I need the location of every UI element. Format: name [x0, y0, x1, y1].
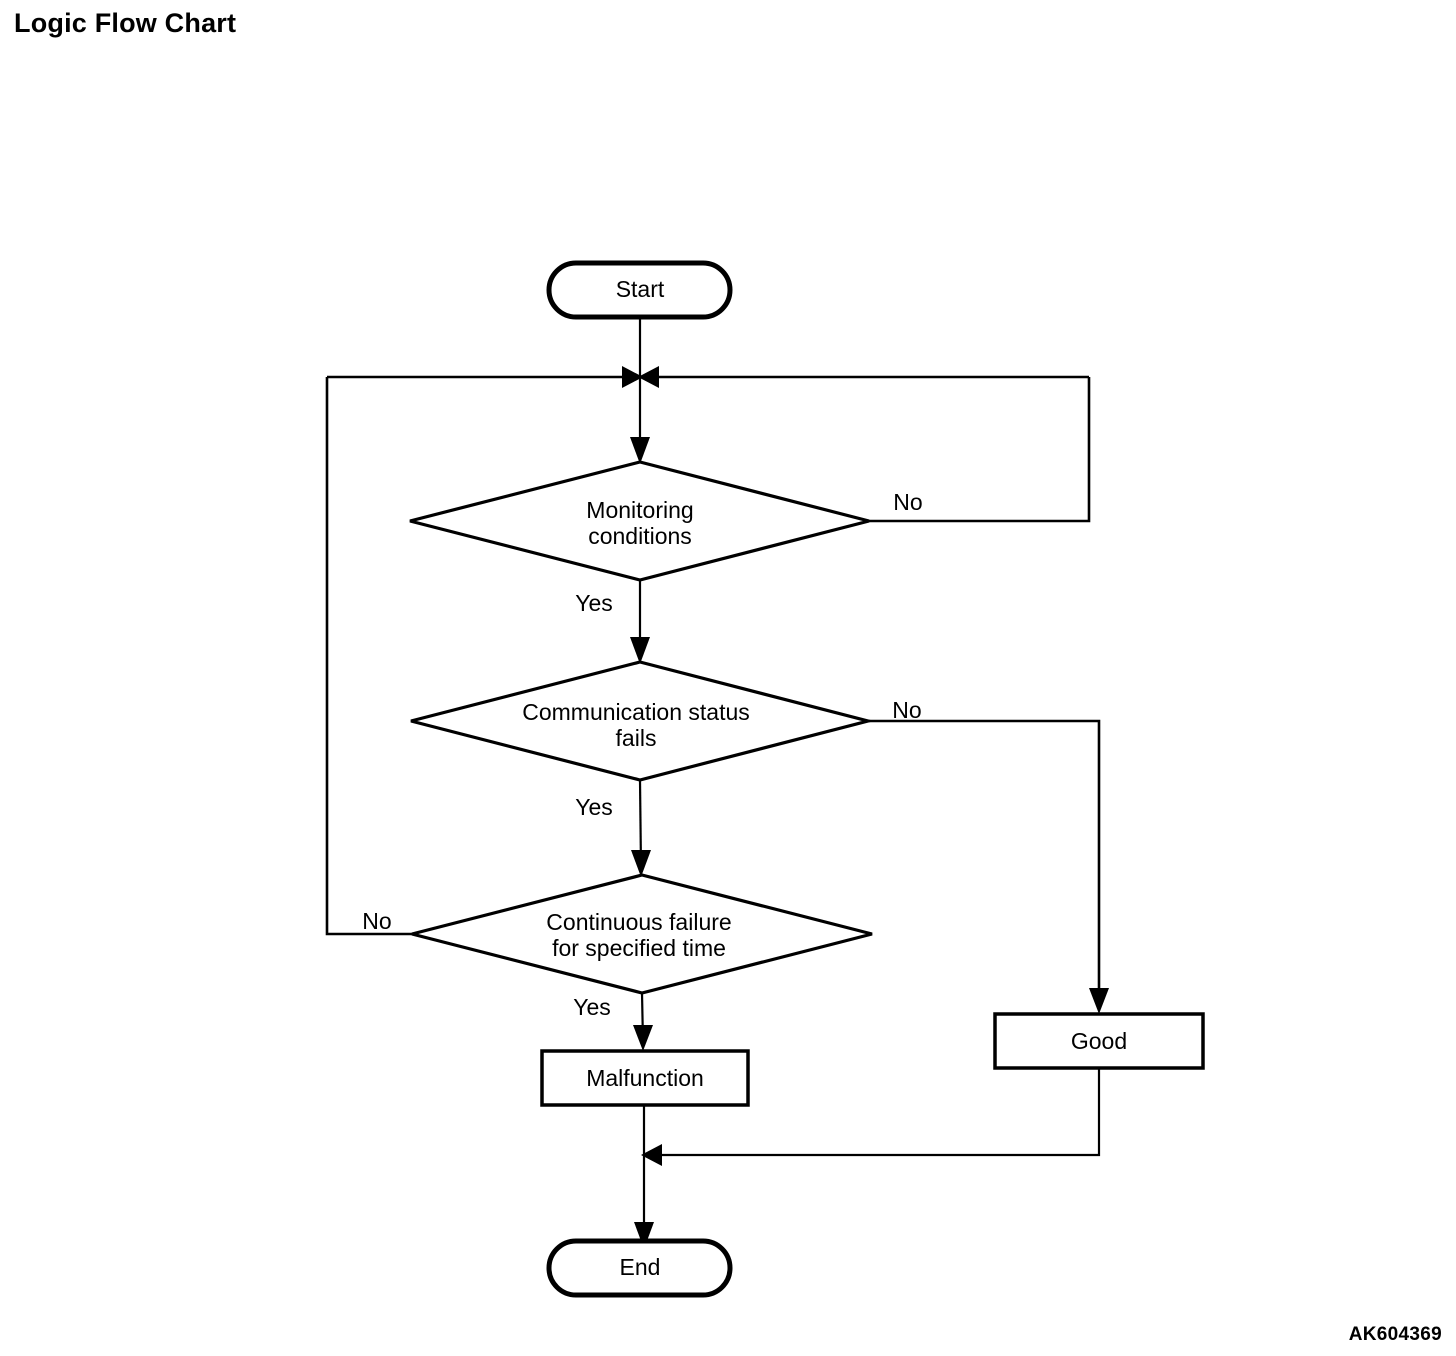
- edge-label-monitoring-yes: Yes: [575, 590, 613, 616]
- decision-monitoring-label-line1: Monitoring: [586, 497, 693, 523]
- connector-continuous-no-loopback: [325, 377, 412, 936]
- arrowhead-merge-left: [641, 1144, 662, 1166]
- page-title: Logic Flow Chart: [14, 8, 237, 38]
- figure-code: AK604369: [1348, 1324, 1442, 1345]
- arrowhead-to-monitoring: [630, 437, 650, 464]
- decision-commstatus-label-line1: Communication status: [522, 699, 750, 725]
- edge-label-commstatus-yes: Yes: [575, 794, 613, 820]
- connector-commstatus-no: [868, 719, 1101, 1005]
- terminator-end: [546, 1238, 733, 1298]
- edge-label-continuous-no: No: [362, 908, 391, 934]
- decision-continuous-label-line2: for specified time: [552, 935, 726, 961]
- terminator-start: [546, 260, 733, 320]
- process-good-label: Good: [1071, 1028, 1127, 1054]
- terminator-end-label: End: [620, 1254, 661, 1280]
- connector-monitoring-no-loopback: [869, 377, 1091, 523]
- edge-label-continuous-yes: Yes: [573, 994, 611, 1020]
- terminator-start-label: Start: [616, 276, 665, 302]
- arrowhead-to-continuous: [631, 850, 651, 877]
- arrowhead-to-good: [1089, 988, 1109, 1014]
- arrowhead-junction-left: [622, 366, 643, 388]
- arrowhead-junction-right: [638, 366, 659, 388]
- process-good: [993, 1012, 1205, 1070]
- arrowhead-to-commstatus: [630, 637, 650, 664]
- arrowhead-to-end: [634, 1222, 654, 1249]
- decision-monitoring-label-line2: conditions: [588, 523, 692, 549]
- edge-label-monitoring-no: No: [893, 489, 922, 515]
- connector-good-merge: [660, 1068, 1101, 1157]
- arrowhead-to-malfunction: [633, 1025, 653, 1051]
- process-malfunction-label: Malfunction: [586, 1065, 704, 1091]
- decision-continuous-label-line1: Continuous failure: [546, 909, 731, 935]
- decision-commstatus-label-line2: fails: [616, 725, 657, 751]
- edge-label-commstatus-no: No: [892, 697, 921, 723]
